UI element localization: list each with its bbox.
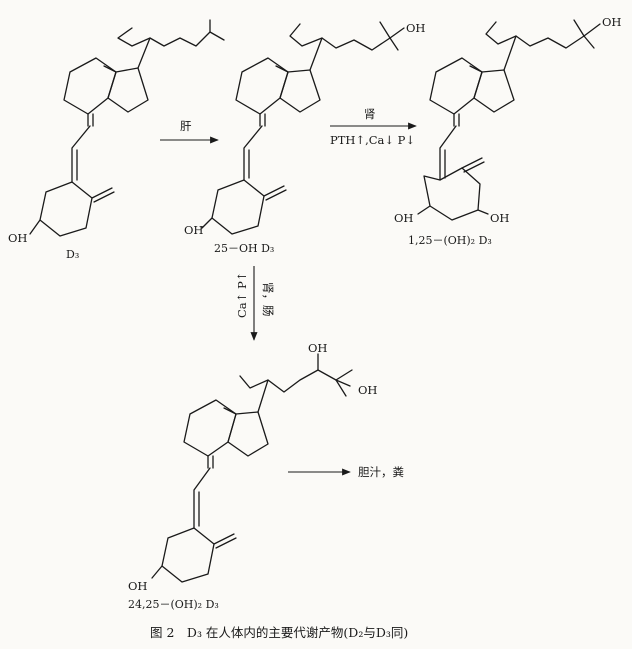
excretion-label: 胆汁，粪 <box>358 465 404 479</box>
arrow-regulation-label: Ca↑ P↑ <box>235 272 249 318</box>
arrow-liver-label: 肝 <box>180 119 192 133</box>
oh-label: OH <box>602 15 621 29</box>
1-25-dihydroxy-d3-name: 1,25－(OH)₂ D₃ <box>408 234 492 247</box>
arrow-excretion: 胆汁，粪 <box>288 465 404 479</box>
oh-label: OH <box>8 231 27 245</box>
arrow-liver: 肝 <box>160 119 219 144</box>
arrow-kidney: 肾 PTH↑,Ca↓ P↓ <box>330 107 417 147</box>
oh-label: OH <box>128 579 147 593</box>
24-25-dihydroxy-d3-name: 24,25－(OH)₂ D₃ <box>128 598 219 611</box>
figure-caption: 图 2 D₃ 在人体内的主要代谢产物(D₂与D₃同) <box>150 625 408 640</box>
arrow-kidney-label: 肾 <box>364 107 376 121</box>
d3-name: D₃ <box>66 248 79 261</box>
oh-label: OH <box>184 223 203 237</box>
molecule-vitamin-d3: OH D₃ <box>8 19 225 261</box>
arrow-kidney-intestine: Ca↑ P↑ 肾，肠 <box>235 266 275 341</box>
oh-label: OH <box>394 211 413 225</box>
molecule-24-25-dihydroxy-d3: OH OH OH 24,25－(OH)₂ D₃ <box>128 341 377 611</box>
arrow-regulation-label: PTH↑,Ca↓ P↓ <box>330 133 415 147</box>
oh-label: OH <box>490 211 509 225</box>
oh-label: OH <box>406 21 425 35</box>
25-oh-d3-name: 25－OH D₃ <box>214 242 274 255</box>
molecule-25-oh-d3: OH OH 25－OH D₃ <box>184 21 425 255</box>
oh-label: OH <box>308 341 327 355</box>
oh-label: OH <box>358 383 377 397</box>
molecule-1-25-dihydroxy-d3: OH OH OH 1,25－(OH)₂ D₃ <box>394 15 621 247</box>
arrow-kidney-intestine-label: 肾，肠 <box>261 282 275 317</box>
